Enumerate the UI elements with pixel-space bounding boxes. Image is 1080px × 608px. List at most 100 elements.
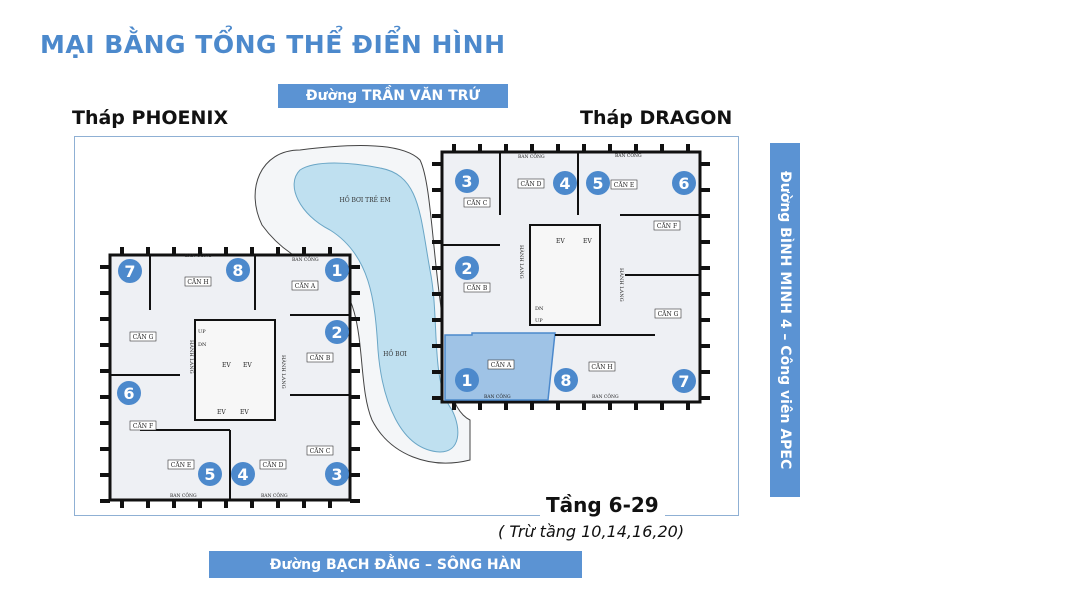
elevator-label: EV xyxy=(240,409,249,416)
unit-marker-dragon-6: CĂN F 6 xyxy=(653,171,696,231)
column-mark xyxy=(302,500,306,508)
balcony-label: BAN CÔNG xyxy=(592,392,619,400)
unit-number: 4 xyxy=(237,465,248,484)
unit-label-box xyxy=(259,459,287,470)
street-label-right: Đường BÌNH MINH 4 – Công viên APEC xyxy=(770,143,800,497)
unit-number: 7 xyxy=(124,262,135,281)
column-mark xyxy=(700,162,710,166)
pool-label: HỒ BƠI xyxy=(383,349,407,358)
column-mark xyxy=(556,144,560,152)
column-mark xyxy=(432,396,442,400)
column-mark xyxy=(100,421,110,425)
unit-label: CĂN E xyxy=(614,182,634,189)
column-mark xyxy=(100,395,110,399)
unit-label: CĂN G xyxy=(133,334,154,341)
column-mark xyxy=(350,265,360,269)
column-mark xyxy=(686,144,690,152)
column-mark xyxy=(530,402,534,410)
unit-number: 5 xyxy=(204,465,215,484)
column-mark xyxy=(350,395,360,399)
unit-number-badge xyxy=(553,171,577,195)
column-mark xyxy=(350,499,360,503)
unit-label: CĂN C xyxy=(310,448,331,455)
unit-label: CĂN F xyxy=(657,223,677,230)
site-frame xyxy=(74,136,739,516)
pool xyxy=(293,162,459,453)
unit-label-box xyxy=(129,331,157,342)
unit-marker-dragon-7: CĂN G 7 xyxy=(654,308,696,393)
elevator-label: EV xyxy=(217,409,226,416)
column-mark xyxy=(452,402,456,410)
column-mark xyxy=(530,144,534,152)
unit-number: 3 xyxy=(461,172,472,191)
floor-range: Tầng 6-29 xyxy=(540,493,665,517)
column-mark xyxy=(478,144,482,152)
unit-label-box xyxy=(588,361,616,372)
column-mark xyxy=(250,247,254,255)
unit-label-box xyxy=(463,282,491,293)
column-mark xyxy=(432,214,442,218)
balcony-label: BAN CÔNG xyxy=(484,392,511,400)
unit-marker-dragon-8: CĂN H8 xyxy=(554,361,616,392)
kids-pool-label: HỒ BƠI TRẺ EM xyxy=(340,195,391,204)
unit-label: CĂN A xyxy=(491,362,512,369)
tower-dragon-plan: HÀNH LANG HÀNH LANG EV EV DN UP BAN CÔNG… xyxy=(440,150,702,404)
column-mark xyxy=(432,162,442,166)
column-mark xyxy=(328,500,332,508)
column-mark xyxy=(100,291,110,295)
unit-number: 1 xyxy=(461,371,472,390)
column-mark xyxy=(608,402,612,410)
unit-label-box xyxy=(184,276,212,287)
unit-label-box xyxy=(487,359,515,370)
column-mark xyxy=(582,144,586,152)
column-mark xyxy=(700,188,710,192)
unit-marker-dragon-1: CĂN A 1 xyxy=(455,359,515,392)
unit-number: 1 xyxy=(331,261,342,280)
column-mark xyxy=(432,344,442,348)
unit-number-badge xyxy=(455,368,479,392)
column-mark xyxy=(700,266,710,270)
unit-label: CĂN G xyxy=(658,311,679,318)
column-mark xyxy=(700,292,710,296)
unit-number-badge xyxy=(672,369,696,393)
unit-marker-phoenix-2: CĂN B2 xyxy=(306,320,349,363)
balcony-label: BAN CÔNG xyxy=(170,491,197,499)
column-mark xyxy=(700,396,710,400)
unit-label: CĂN D xyxy=(521,181,542,188)
unit-number: 7 xyxy=(678,372,689,391)
unit-marker-phoenix-1: CĂN A 1 xyxy=(291,258,349,291)
column-mark xyxy=(350,473,360,477)
elevator-label: EV xyxy=(583,238,592,245)
unit-label: CĂN D xyxy=(263,462,284,469)
column-mark xyxy=(432,370,442,374)
unit-marker-dragon-3: CĂN C3 xyxy=(455,169,491,208)
tower-name-phoenix: Tháp PHOENIX xyxy=(72,107,229,129)
balcony-label: BAN CÔNG xyxy=(615,151,642,159)
unit-marker-dragon-5: CĂN E5 xyxy=(586,171,638,195)
corridor-label: HÀNH LANG xyxy=(280,355,287,389)
column-mark xyxy=(146,500,150,508)
unit-number: 8 xyxy=(560,371,571,390)
unit-marker-phoenix-4: CĂN D 4 xyxy=(231,459,287,486)
unit-number: 6 xyxy=(678,174,689,193)
unit-label: CĂN A xyxy=(295,283,316,290)
unit-number: 2 xyxy=(461,259,472,278)
column-mark xyxy=(432,318,442,322)
column-mark xyxy=(432,188,442,192)
unit-number-badge xyxy=(325,258,349,282)
column-mark xyxy=(700,344,710,348)
unit-marker-phoenix-6: CĂN F6 xyxy=(117,381,157,431)
unit-number-badge xyxy=(455,256,479,280)
stair-down-label: DN xyxy=(535,306,544,312)
corridor-label: HÀNH LANG xyxy=(188,340,195,374)
unit-number: 8 xyxy=(232,261,243,280)
page-title: MẠI BẰNG TỔNG THỂ ĐIỂN HÌNH xyxy=(40,30,506,59)
unit-label-box xyxy=(463,197,491,208)
column-mark xyxy=(634,144,638,152)
column-mark xyxy=(432,292,442,296)
stair-up-label: UP xyxy=(535,318,543,324)
column-mark xyxy=(276,500,280,508)
column-mark xyxy=(100,317,110,321)
